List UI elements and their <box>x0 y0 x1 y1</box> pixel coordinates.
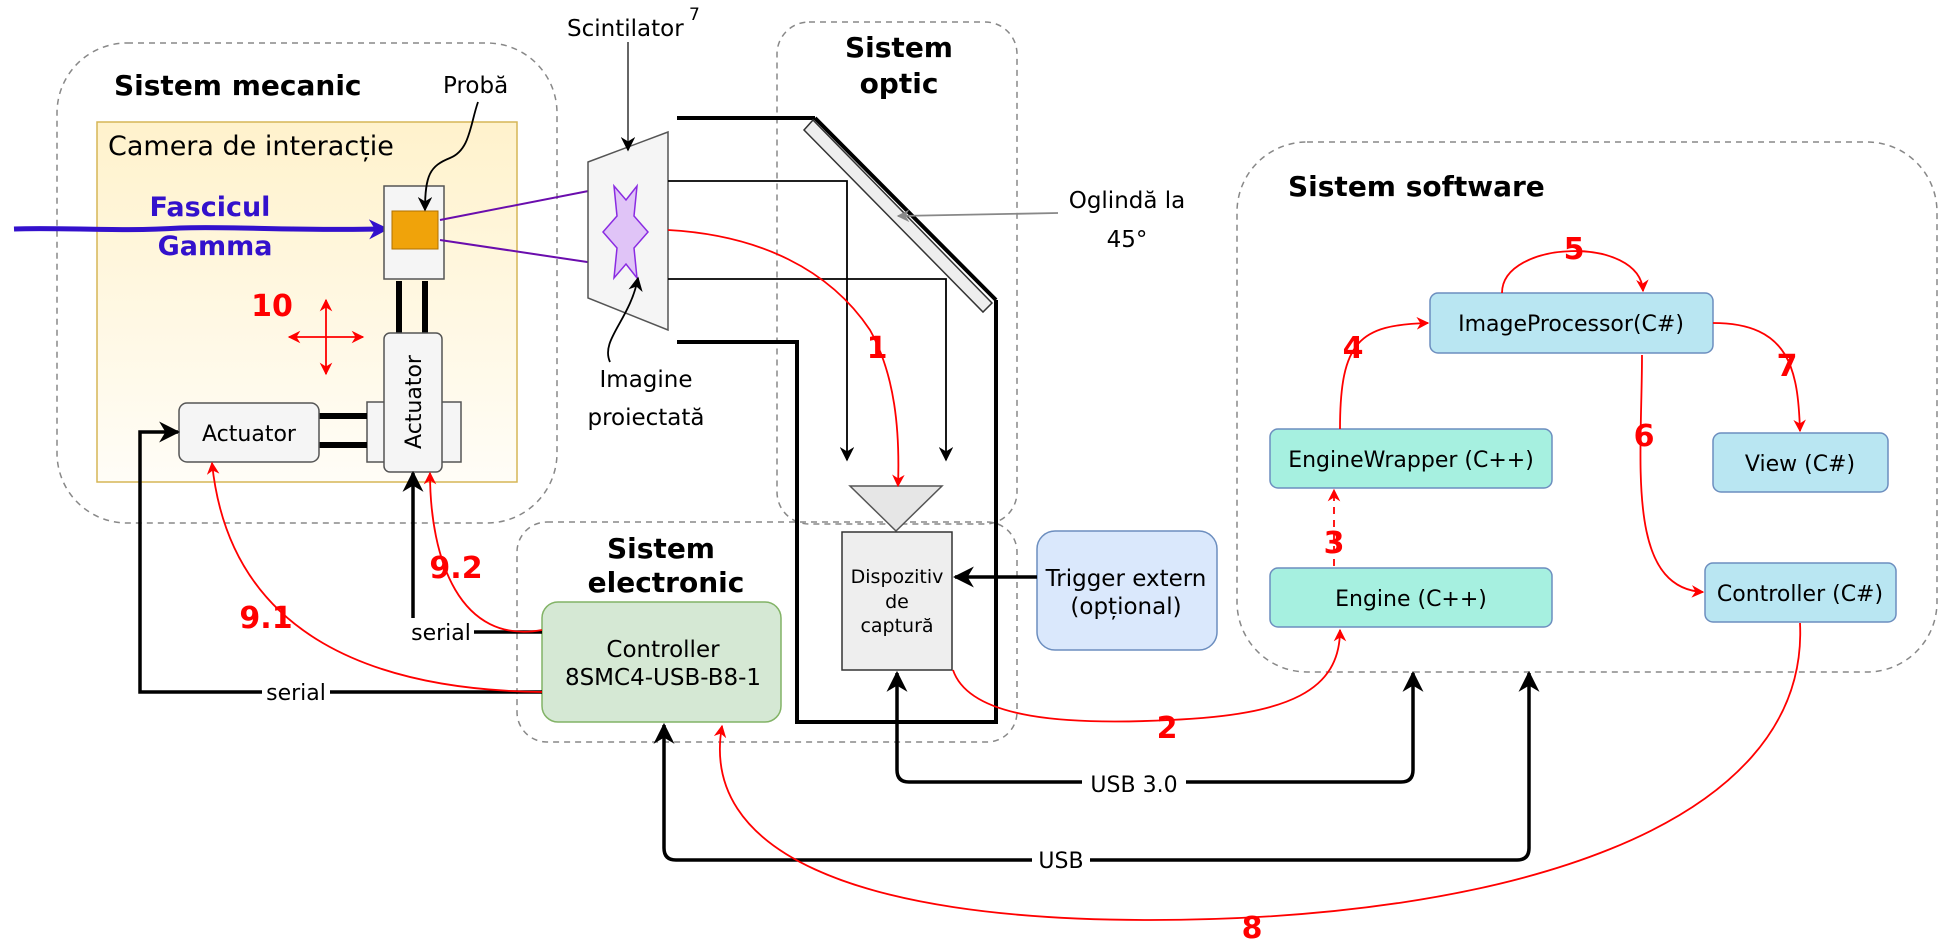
mechanical-group-title: Sistem mecanic <box>114 69 362 102</box>
serial-link-horizontal-actuator <box>138 421 542 694</box>
flow-8 <box>713 622 1801 921</box>
mirror-label-line2: 45° <box>1107 227 1148 253</box>
serial-label-1-bg <box>406 618 474 646</box>
view-box <box>1712 432 1889 493</box>
usb-label-bg <box>1032 846 1090 874</box>
sample-pointer <box>417 101 479 212</box>
capture-device-label-line3: captură <box>860 615 933 637</box>
step-4-label: 4 <box>1343 331 1364 366</box>
flow-1 <box>667 229 905 488</box>
serial-label-2: serial <box>266 681 326 706</box>
flow-5 <box>1501 250 1649 294</box>
electronic-group-title-line1: Sistem <box>607 532 715 565</box>
chamber-label: Camera de interacție <box>108 131 394 162</box>
usb-link <box>653 670 1540 862</box>
view-label: View (C#) <box>1745 452 1855 477</box>
usb3-label-bg <box>1082 768 1186 796</box>
hardware-controller-label-line1: Controller <box>606 637 720 663</box>
software-controller-box <box>1704 562 1897 623</box>
software-controller-label: Controller (C#) <box>1717 582 1883 607</box>
usb-label: USB <box>1038 849 1083 874</box>
ray-upper <box>439 180 616 221</box>
flow-9-2 <box>423 471 543 633</box>
software-group-title: Sistem software <box>1288 170 1545 203</box>
usb3-label: USB 3.0 <box>1090 773 1177 798</box>
external-trigger <box>1036 530 1218 651</box>
engine-box <box>1269 567 1553 628</box>
capture-device-label-line1: Dispozitiv <box>851 566 944 588</box>
flow-7 <box>1712 322 1806 433</box>
engine-wrapper-box <box>1269 428 1553 489</box>
step-3-label: 3 <box>1324 526 1345 561</box>
mirror-pointer <box>896 209 1059 223</box>
light-path-2 <box>668 278 954 462</box>
software-group <box>1236 141 1938 673</box>
step-6-label: 6 <box>1634 419 1655 454</box>
mirror-label-line1: Oglindă la <box>1069 188 1186 214</box>
step-10-label: 10 <box>251 289 293 324</box>
flow-6 <box>1639 354 1705 598</box>
hardware-controller-label-line2: 8SMC4-USB-B8-1 <box>565 665 761 691</box>
step-7-label: 7 <box>1777 349 1798 384</box>
step-5-label: 5 <box>1564 232 1585 267</box>
projected-image-label-line1: Imagine <box>600 367 693 393</box>
scintillator-superscript: 7 <box>689 5 700 25</box>
electronic-group-title-line2: electronic <box>588 566 745 599</box>
horizontal-actuator-label: Actuator <box>202 422 297 447</box>
external-trigger-label-line1: Trigger extern <box>1045 566 1207 592</box>
scintillator-label: Scintilator <box>567 16 684 42</box>
usb3-link <box>886 670 1424 784</box>
optical-group-title-line2: optic <box>860 67 939 100</box>
step-9-1-label: 9.1 <box>239 601 292 636</box>
optical-group-title-line1: Sistem <box>845 31 953 64</box>
serial-label-2-bg <box>262 679 330 707</box>
mechanical-group <box>56 42 558 524</box>
projected-image-pointer <box>607 276 643 363</box>
image-processor-label: ImageProcessor(C#) <box>1458 312 1684 337</box>
projected-image-label-line2: proiectată <box>587 405 704 431</box>
ray-lower <box>439 239 616 272</box>
step-9-2-label: 9.2 <box>429 551 482 586</box>
capture-device <box>841 531 953 671</box>
gamma-beam <box>13 219 389 240</box>
flow-2 <box>952 628 1347 723</box>
optical-group <box>776 21 1018 525</box>
flow-9-1 <box>206 461 543 693</box>
sample <box>391 210 439 250</box>
step-2-label: 2 <box>1157 711 1178 746</box>
step-8-label: 8 <box>1242 911 1263 942</box>
housing-mirror-diag <box>813 116 998 302</box>
step-1-label: 1 <box>867 331 888 366</box>
flow-4 <box>1339 317 1430 430</box>
light-path-1 <box>668 180 855 462</box>
beam-label-line2: Gamma <box>158 231 273 262</box>
engine-label: Engine (C++) <box>1335 587 1487 612</box>
external-trigger-label-line2: (opțional) <box>1070 594 1181 620</box>
capture-device-label-line2: de <box>885 591 909 613</box>
sample-label: Probă <box>443 73 508 99</box>
vertical-actuator-label: Actuator <box>402 354 427 449</box>
beam-label-line1: Fascicul <box>150 192 271 223</box>
serial-label-1: serial <box>411 621 471 646</box>
engine-wrapper-label: EngineWrapper (C++) <box>1288 448 1534 473</box>
